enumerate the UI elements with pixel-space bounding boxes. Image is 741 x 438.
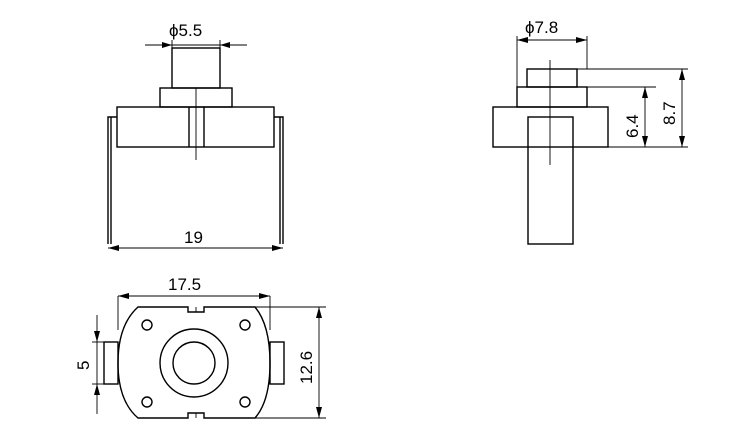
mounting-hole-top-left bbox=[141, 319, 153, 331]
side-knob-cap bbox=[526, 68, 578, 88]
front-body bbox=[116, 106, 275, 148]
bottom-left-terminal bbox=[103, 341, 119, 385]
dim-bottom-height: 12.6 bbox=[255, 306, 326, 419]
front-view: ϕ5.5 19 bbox=[107, 21, 284, 251]
dim-bottom-width: 17.5 bbox=[117, 275, 271, 330]
dim-bottom-pin-width: 5 bbox=[74, 315, 104, 414]
front-left-pin bbox=[107, 116, 117, 244]
mounting-hole-bottom-left bbox=[141, 396, 153, 408]
side-stem bbox=[527, 116, 574, 245]
dim-label-6-4: 6.4 bbox=[623, 114, 642, 138]
bottom-view: 17.5 12.6 5 bbox=[74, 275, 326, 419]
mounting-hole-bottom-right bbox=[239, 396, 251, 408]
dim-label-17-5: 17.5 bbox=[168, 275, 201, 294]
dim-side-total-height: 8.7 bbox=[660, 69, 685, 147]
dim-front-shaft-diameter: ϕ5.5 bbox=[145, 21, 247, 48]
dim-label-8-7: 8.7 bbox=[660, 101, 679, 125]
dim-side-body-height: 6.4 bbox=[623, 87, 648, 147]
bottom-body-outline bbox=[117, 306, 271, 419]
front-knob-cap bbox=[171, 47, 221, 89]
mounting-hole-top-right bbox=[239, 319, 251, 331]
side-body bbox=[492, 106, 609, 148]
dim-label-5: 5 bbox=[74, 361, 93, 370]
dim-side-shaft-diameter: ϕ7.8 bbox=[516, 18, 588, 87]
side-view: ϕ7.8 6.4 8.7 bbox=[492, 18, 688, 245]
bottom-right-terminal bbox=[269, 341, 285, 385]
dim-front-pin-span: 19 bbox=[108, 228, 283, 251]
bottom-boss-inner bbox=[172, 341, 216, 385]
bottom-boss-outer bbox=[159, 328, 229, 398]
dim-label-phi-7-8: ϕ7.8 bbox=[525, 18, 558, 37]
dim-label-phi-5-5: ϕ5.5 bbox=[169, 21, 202, 40]
dim-label-19: 19 bbox=[184, 228, 203, 247]
dim-label-12-6: 12.6 bbox=[297, 351, 316, 384]
side-collar bbox=[516, 86, 588, 108]
front-right-pin bbox=[274, 116, 284, 244]
